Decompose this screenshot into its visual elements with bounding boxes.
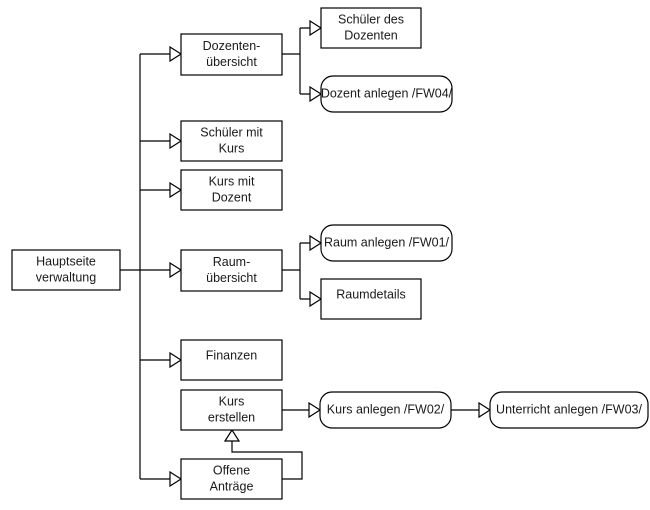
node-kurs-erstellen[interactable]: Kurs erstellen (180, 389, 283, 431)
node-label-kurs-mit-dozent: Kurs mit (209, 174, 255, 188)
node-label2-dozentenuebersicht: übersicht (206, 55, 257, 69)
arrowhead-kurs-erstellen (223, 428, 241, 442)
node-hauptseite[interactable]: Hauptseite verwaltung (11, 249, 121, 291)
node-shape-dozent-anlegen (320, 75, 453, 113)
node-shape-schueler-mit-kurs (180, 120, 283, 162)
node-label-finanzen: Finanzen (206, 348, 257, 362)
node-label-unterricht-anlegen: Unterricht anlegen /FW03/ (496, 402, 642, 416)
node-label-hauptseite: Hauptseite (36, 254, 96, 268)
node-raumdetails[interactable]: Raumdetails (320, 278, 422, 320)
node-label-raumuebersicht: Raum- (213, 255, 251, 269)
arrowhead-raumuebersicht (169, 261, 183, 279)
node-shape-finanzen (180, 339, 283, 381)
arrowhead-offene-antraege (169, 470, 183, 488)
node-label-kurs-erstellen: Kurs (219, 394, 245, 408)
node-shape-offene-antraege (180, 458, 283, 500)
node-shape-kurs-anlegen (319, 391, 452, 429)
arrowheads-layer (169, 19, 492, 488)
node-label-schueler-des-dozenten: Schüler des (338, 12, 404, 26)
node-label2-raumuebersicht: übersicht (206, 271, 257, 285)
node-label2-schueler-mit-kurs: Kurs (219, 141, 245, 155)
node-shape-hauptseite (11, 249, 121, 291)
node-shape-kurs-mit-dozent (180, 169, 283, 211)
node-shape-unterricht-anlegen (489, 391, 649, 429)
nodes-layer: HauptseiteverwaltungDozenten-übersichtSc… (11, 7, 649, 500)
node-label2-kurs-mit-dozent: Dozent (212, 190, 252, 204)
arrowhead-schueler-des-dozenten (309, 19, 323, 37)
arrowhead-finanzen (169, 351, 183, 369)
arrowhead-kurs-anlegen (308, 401, 322, 419)
node-shape-schueler-des-dozenten (320, 7, 422, 49)
edge-e-offene-kurs-erstellen (231, 441, 303, 480)
node-raumuebersicht[interactable]: Raum-übersicht (180, 249, 283, 292)
node-unterricht-anlegen[interactable]: Unterricht anlegen /FW03/ (489, 391, 649, 429)
arrowhead-raumdetails (309, 290, 323, 308)
node-label-offene-antraege: Offene (213, 463, 250, 477)
edge-e-dozenten-split (282, 27, 310, 95)
node-shape-raumuebersicht (180, 249, 283, 292)
node-label-raum-anlegen: Raum anlegen /FW01/ (324, 235, 450, 249)
node-label2-kurs-erstellen: erstellen (208, 410, 255, 424)
node-raum-anlegen[interactable]: Raum anlegen /FW01/ (320, 224, 453, 262)
node-label-schueler-mit-kurs: Schüler mit (200, 125, 263, 139)
node-dozent-anlegen[interactable]: Dozent anlegen /FW04/ (320, 75, 453, 113)
node-finanzen[interactable]: Finanzen (180, 339, 283, 381)
arrowhead-dozentenuebersicht (169, 45, 183, 63)
arrowhead-raum-anlegen (309, 234, 323, 252)
arrowhead-schueler-mit-kurs (169, 132, 183, 150)
node-shape-kurs-erstellen (180, 389, 283, 431)
arrowhead-dozent-anlegen (309, 85, 323, 103)
node-label-kurs-anlegen: Kurs anlegen /FW02/ (327, 402, 445, 416)
node-shape-raum-anlegen (320, 224, 453, 262)
node-label2-offene-antraege: Anträge (210, 479, 254, 493)
node-shape-raumdetails (320, 278, 422, 320)
node-label-dozentenuebersicht: Dozenten- (203, 39, 261, 53)
node-shape-dozentenuebersicht (180, 33, 283, 76)
arrowhead-kurs-mit-dozent (169, 181, 183, 199)
node-label2-schueler-des-dozenten: Dozenten (344, 28, 398, 42)
node-label-raumdetails: Raumdetails (336, 287, 405, 301)
node-kurs-anlegen[interactable]: Kurs anlegen /FW02/ (319, 391, 452, 429)
edges-layer (120, 27, 479, 480)
edge-e-raum-split (282, 242, 310, 300)
arrowhead-unterricht-anlegen (478, 401, 492, 419)
node-label-dozent-anlegen: Dozent anlegen /FW04/ (321, 86, 453, 100)
node-label2-hauptseite: verwaltung (36, 270, 96, 284)
node-dozentenuebersicht[interactable]: Dozenten-übersicht (180, 33, 283, 76)
